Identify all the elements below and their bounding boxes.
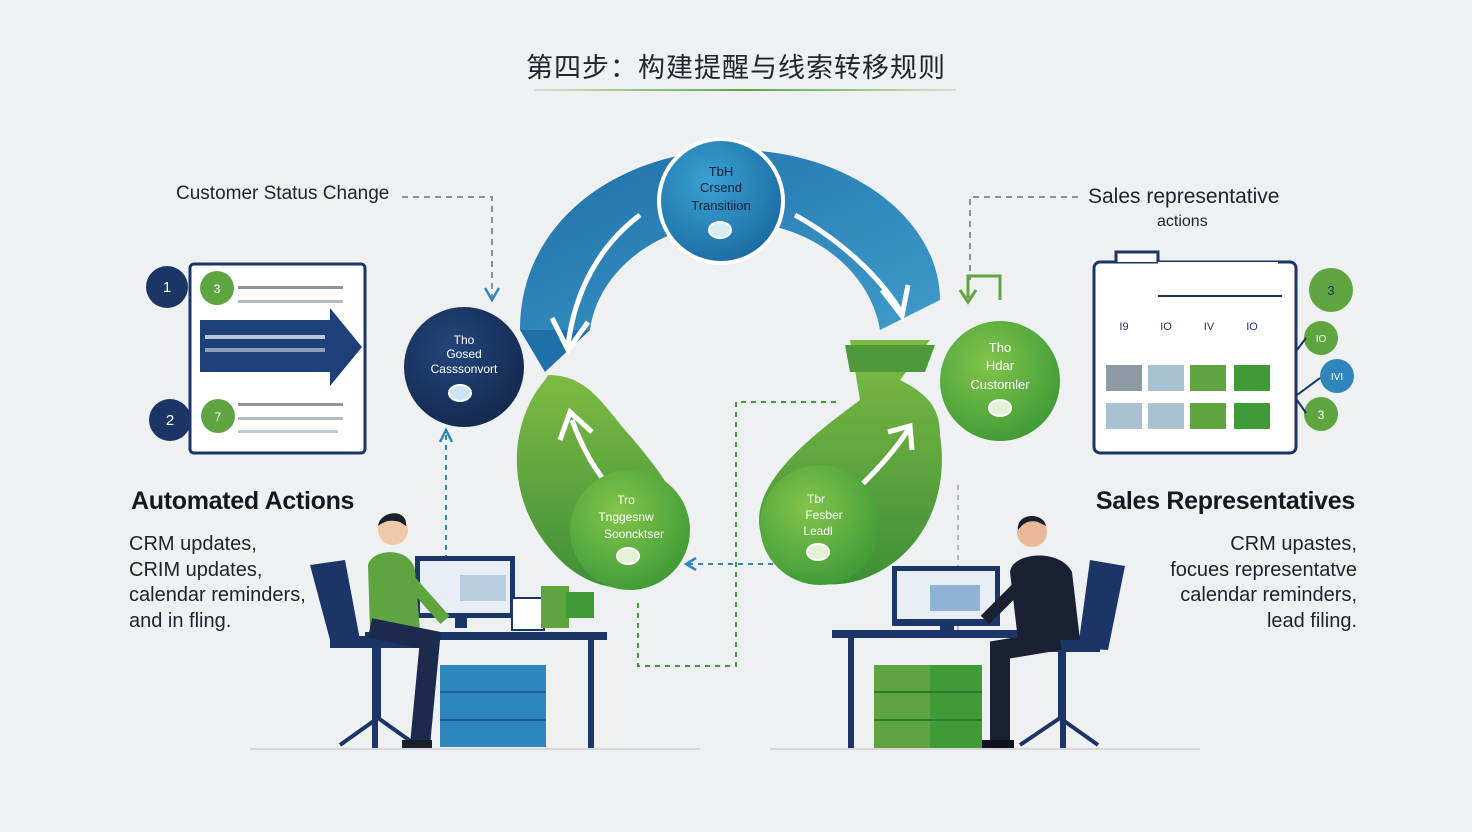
right-calendar-card (1092, 250, 1354, 455)
node-top-line-1: TbH (709, 164, 734, 179)
badge-1: 1 (163, 279, 171, 296)
title-underline (534, 89, 956, 91)
side-badge-3: IVI (1331, 372, 1343, 383)
automated-actions-list: CRM updates, CRIM updates, calendar remi… (129, 532, 306, 634)
left-card-badge-text: 1 2 3 7 (163, 279, 222, 429)
node-top-text: TbH Crsend Transitiion (691, 164, 750, 213)
dashed-connectors (402, 196, 1078, 667)
node-bl-line-1: Tro (617, 493, 635, 507)
automated-action-item: CRM updates, (129, 533, 257, 555)
left-workstation (310, 513, 607, 748)
sales-rep-actions-sublabel: actions (1157, 213, 1208, 230)
left-workflow-card (146, 262, 367, 455)
green-arrow-right-head (887, 422, 915, 451)
node-bottom-left-text: Tro Tnggesnw Sooncktser (598, 493, 664, 541)
right-workstation (832, 515, 1125, 748)
sales-representatives-header: Sales Representatives (1095, 487, 1355, 515)
side-badge-2: IO (1316, 334, 1327, 345)
node-top (657, 137, 785, 265)
node-right-text: Tho Hdar Customler (970, 340, 1030, 392)
node-bottom-left (570, 470, 690, 590)
cal-col-4: IO (1246, 321, 1258, 333)
badge-2: 2 (166, 412, 174, 429)
page-title: 第四步：构建提醒与线索转移规则 (526, 53, 946, 83)
customer-status-change-label: Customer Status Change (176, 183, 390, 204)
sales-rep-item: focues representatve (1170, 558, 1357, 581)
green-badge-1: 3 (214, 282, 221, 296)
node-br-line-2: Fesber (805, 508, 842, 522)
sales-rep-item: calendar reminders, (1180, 584, 1357, 606)
floor-line-left (250, 748, 700, 750)
node-bottom-right (760, 465, 880, 585)
node-right (940, 321, 1060, 441)
node-bottom-right-text: Tbr Fesber Leadl (803, 492, 842, 538)
floor-line-right (770, 748, 1200, 750)
node-bl-line-2: Tnggesnw (598, 510, 654, 524)
sales-rep-item: lead filing. (1266, 609, 1357, 632)
node-right-line-3: Customler (970, 377, 1030, 392)
automated-action-item: CRIM updates, (129, 558, 263, 581)
blue-arrow-left (565, 213, 642, 346)
cal-col-2: IO (1160, 321, 1172, 333)
right-calendar-text: I9 IO IV IO 3 IO IVI 3 (1119, 283, 1343, 422)
automated-actions-header: Automated Actions (131, 487, 355, 515)
node-top-line-2: Crsend (700, 180, 742, 195)
node-left-line-2: Gosed (446, 347, 481, 361)
blue-arrow-left-head (549, 316, 591, 355)
side-badge-1: 3 (1327, 283, 1334, 298)
blue-arrow-right (793, 212, 903, 312)
node-right-line-2: Hdar (986, 358, 1015, 373)
sales-rep-actions-label: Sales representative (1088, 185, 1280, 208)
node-left-line-3: Casssonvort (431, 362, 498, 376)
automated-action-item: and in fling. (129, 609, 232, 632)
sales-representatives-list: CRM upastes, focues representatve calend… (1170, 532, 1357, 634)
node-left-line-1: Tho (454, 333, 475, 347)
node-left (404, 307, 524, 427)
node-br-line-3: Leadl (803, 524, 832, 538)
node-top-line-3: Transitiion (691, 198, 750, 213)
green-arrow-left-head (557, 407, 594, 441)
automated-action-item: calendar reminders, (129, 584, 306, 606)
node-bl-line-3: Sooncktser (604, 527, 664, 541)
side-badge-4: 3 (1318, 408, 1325, 422)
blue-arrow-right-head (880, 284, 911, 322)
cal-col-1: I9 (1119, 321, 1128, 333)
green-badge-2: 7 (215, 410, 222, 424)
node-right-line-1: Tho (989, 340, 1011, 355)
cal-col-3: IV (1204, 321, 1215, 333)
node-br-line-1: Tbr (807, 492, 825, 506)
node-left-text: Tho Gosed Casssonvort (431, 333, 498, 376)
sales-rep-item: CRM upastes, (1230, 533, 1357, 555)
